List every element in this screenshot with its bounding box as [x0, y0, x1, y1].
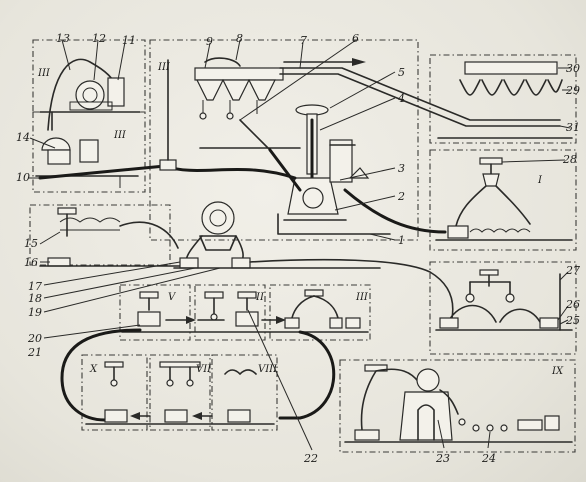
- section-label-1: III: [37, 68, 51, 79]
- label-27: 27: [565, 264, 580, 277]
- middle-drum: [173, 201, 381, 269]
- left-middle-unit: [35, 137, 139, 188]
- bottom-right-unit: [344, 364, 573, 443]
- central-press: [277, 104, 391, 235]
- hoppers-row: [194, 57, 301, 151]
- label-28: 28: [562, 153, 577, 166]
- section-box-vii: [149, 354, 211, 431]
- drum-mixer-unit: [39, 58, 141, 131]
- label-31: 31: [566, 121, 580, 134]
- transfer-line-right: [249, 258, 454, 319]
- section-label-4: I: [537, 175, 543, 186]
- label-8: 8: [236, 32, 243, 45]
- top-right-unit: [437, 61, 573, 139]
- section-box-right-lower: [429, 261, 577, 355]
- section-box-top-right: [429, 54, 577, 144]
- label-6: 6: [352, 32, 359, 45]
- label-11: 11: [122, 34, 136, 47]
- feed-lines: [38, 148, 447, 234]
- label-22: 22: [303, 452, 318, 465]
- section-box-right-middle: [429, 149, 577, 251]
- right-lower-unit: [435, 269, 573, 331]
- stations-row: [121, 289, 369, 333]
- label-21: 21: [27, 346, 42, 359]
- section-box-main: [149, 39, 419, 241]
- section-label-6: II: [255, 292, 265, 303]
- label-19: 19: [28, 306, 42, 319]
- label-10: 10: [16, 171, 30, 184]
- label-1: 1: [398, 234, 405, 247]
- label-3: 3: [398, 162, 405, 175]
- section-label-2: III: [113, 130, 127, 141]
- label-24: 24: [481, 452, 496, 465]
- label-12: 12: [92, 32, 106, 45]
- return-loop: [60, 328, 336, 422]
- leader-lines: [28, 39, 571, 451]
- label-14: 14: [16, 131, 30, 144]
- label-30: 30: [566, 62, 580, 75]
- section-label-9: VII: [196, 364, 212, 375]
- label-16: 16: [24, 256, 38, 269]
- section-label-3: III: [157, 62, 171, 73]
- section-label-7: III: [355, 292, 369, 303]
- label-7: 7: [300, 34, 307, 47]
- label-15: 15: [24, 237, 38, 250]
- top-conveyor: [279, 58, 561, 127]
- lower-row-stations: [85, 361, 275, 425]
- label-25: 25: [565, 314, 580, 327]
- label-5: 5: [398, 66, 405, 79]
- junction-10: [159, 59, 177, 171]
- label-2: 2: [397, 190, 405, 203]
- left-lower-unit: [39, 207, 181, 267]
- label-18: 18: [28, 292, 42, 305]
- section-label-11: IX: [551, 366, 564, 377]
- label-26: 26: [565, 298, 580, 311]
- section-box-x: [81, 354, 148, 431]
- section-label-8: X: [89, 364, 98, 375]
- label-29: 29: [565, 84, 580, 97]
- label-9: 9: [206, 35, 213, 48]
- label-23: 23: [435, 452, 450, 465]
- label-13: 13: [56, 32, 70, 45]
- section-box-ii: [194, 284, 266, 341]
- section-box-v: [119, 284, 191, 341]
- section-box-ix: [339, 359, 576, 453]
- label-20: 20: [27, 332, 42, 345]
- section-box-left-lower: [29, 204, 171, 266]
- section-label-10: VIII: [258, 364, 278, 375]
- label-17: 17: [28, 280, 42, 293]
- section-box-viii: [211, 354, 278, 431]
- section-label-5: V: [168, 292, 177, 303]
- label-4: 4: [397, 92, 405, 105]
- right-middle-unit: [435, 157, 573, 241]
